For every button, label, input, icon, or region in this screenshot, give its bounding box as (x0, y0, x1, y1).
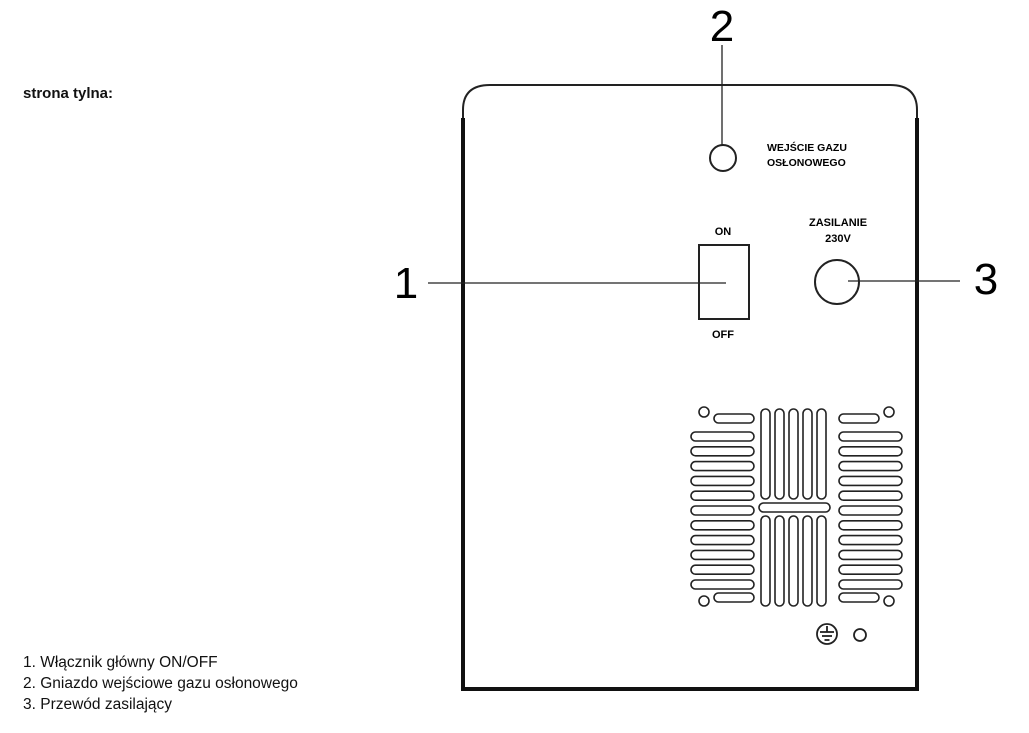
grille-slot (690, 564, 755, 576)
grille-slot (690, 519, 755, 531)
gas-inlet-label-line-2: OSŁONOWEGO (767, 157, 846, 169)
grille-slot (774, 515, 785, 607)
grille-slot (838, 445, 903, 457)
grille-slot (690, 445, 755, 457)
grille-slot (788, 408, 799, 500)
grille-slot (838, 490, 903, 502)
grille-slot (838, 460, 903, 472)
grille-slot (690, 579, 755, 590)
legend-item-1: 1. Włącznik główny ON/OFF (23, 654, 218, 671)
grille-slot (816, 408, 827, 500)
grille-slot (838, 592, 880, 603)
page-heading: strona tylna: (23, 85, 114, 102)
callout-number-2: 2 (710, 2, 734, 51)
grille-slot (690, 505, 755, 516)
grille-hole (698, 406, 710, 418)
grille-slot (838, 549, 903, 561)
grille-slot (760, 408, 771, 500)
grille-slot (802, 515, 813, 607)
grille-slot (758, 502, 831, 513)
grille-slot (838, 579, 903, 590)
switch-off-label: OFF (712, 329, 734, 341)
grille-slot (760, 515, 771, 607)
grille-slot (838, 475, 903, 487)
legend-list: 1. Włącznik główny ON/OFF 2. Gniazdo wej… (23, 652, 298, 715)
grille-slot (690, 549, 755, 561)
grille-slot (802, 408, 813, 500)
grille-slot (774, 408, 785, 500)
grille-slot (788, 515, 799, 607)
grille-slot (838, 413, 880, 424)
grille-slot (690, 431, 755, 442)
legend-item-2: 2. Gniazdo wejściowe gazu osłonowego (23, 675, 298, 692)
switch-on-label: ON (715, 226, 732, 238)
power-label-line-1: ZASILANIE (809, 217, 867, 229)
grille-hole (698, 595, 710, 607)
grille-slot (838, 505, 903, 516)
power-cable-gland (814, 259, 860, 305)
grille-slot (690, 490, 755, 502)
ground-symbol-icon (816, 623, 838, 645)
power-label-line-2: 230V (825, 233, 851, 245)
gas-inlet-label-line-1: WEJŚCIE GAZU (767, 141, 847, 154)
grille-slot (838, 534, 903, 546)
grille-slot (690, 460, 755, 472)
grille-slot (690, 475, 755, 487)
ground-screw (853, 628, 867, 642)
grille-slot (838, 564, 903, 576)
ventilation-grille (690, 406, 903, 607)
callout-number-3: 3 (974, 255, 998, 304)
grille-slot (713, 413, 755, 424)
grille-slot (713, 592, 755, 603)
grille-slot (838, 431, 903, 442)
grille-slot (690, 534, 755, 546)
legend-item-3: 3. Przewód zasilający (23, 696, 173, 713)
callout-number-1: 1 (394, 259, 418, 308)
grille-hole (883, 406, 895, 418)
power-switch (698, 244, 750, 320)
grille-slot (838, 519, 903, 531)
gas-inlet-socket (709, 144, 737, 172)
grille-slot (816, 515, 827, 607)
grille-hole (883, 595, 895, 607)
